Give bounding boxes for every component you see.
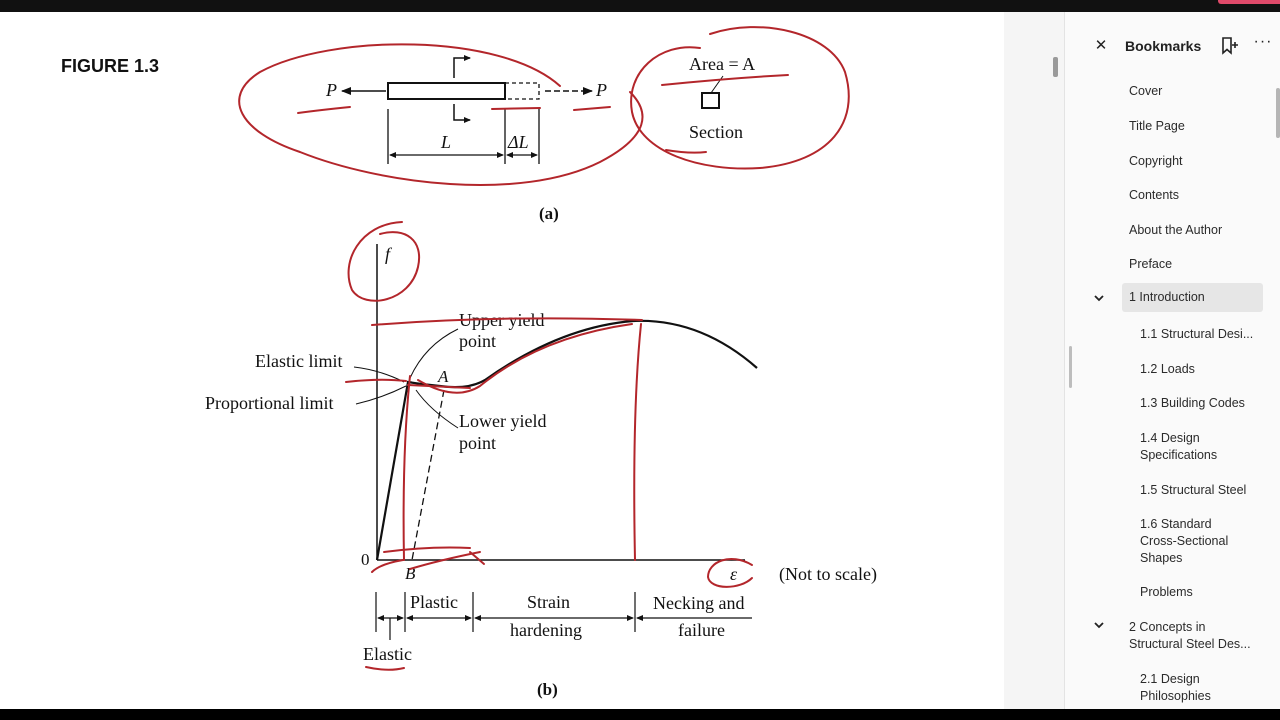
page-gutter [1004, 12, 1064, 709]
point-b-label: B [405, 564, 416, 583]
bookmark-preface[interactable]: Preface [1129, 257, 1173, 271]
section-square [701, 92, 720, 109]
chevron-down-icon[interactable] [1091, 290, 1107, 306]
upper-yield-label: Upper yield [459, 310, 544, 330]
bookmark-1-1[interactable]: 1.1 Structural Desi... [1140, 327, 1254, 341]
region-plastic-label: Plastic [410, 592, 458, 612]
load-left-label: P [325, 80, 337, 100]
bookmark-1-2[interactable]: 1.2 Loads [1140, 362, 1195, 376]
region-strain-label-2: hardening [510, 620, 582, 640]
length-label: L [440, 132, 451, 152]
panel-resize-handle[interactable] [1069, 346, 1072, 388]
origin-label: 0 [361, 550, 370, 569]
dimension-lines [387, 109, 540, 164]
region-strain-label: Strain [527, 592, 570, 612]
stress-strain-curve [375, 319, 758, 561]
load-right-label: P [595, 80, 607, 100]
close-icon[interactable]: ✕ [1094, 37, 1108, 54]
region-elastic-label: Elastic [363, 644, 412, 664]
bookmark-2-1[interactable]: 2.1 Design Philosophies [1140, 672, 1211, 703]
unload-dashed-line [411, 389, 445, 561]
upper-yield-label-2: point [459, 331, 496, 351]
bookmark-contents[interactable]: Contents [1129, 188, 1180, 202]
bookmarks-panel: ✕ Bookmarks ··· Cover Title Page Copyrig… [1064, 12, 1280, 709]
figure-label: FIGURE 1.3 [61, 56, 160, 76]
bookmarks-scrollbar-thumb[interactable] [1276, 88, 1280, 138]
elastic-limit-label: Elastic limit [255, 351, 343, 371]
window-accent [1218, 0, 1280, 4]
bookmark-cover[interactable]: Cover [1129, 84, 1163, 98]
bookmark-copyright[interactable]: Copyright [1129, 154, 1183, 168]
bookmarks-header: ✕ Bookmarks ··· [1065, 12, 1280, 78]
bookmarks-title: Bookmarks [1125, 38, 1202, 54]
area-label: Area = A [689, 54, 755, 74]
axes [376, 244, 745, 561]
chevron-down-icon[interactable] [1091, 617, 1107, 633]
bookmark-1-introduction[interactable]: 1 Introduction [1122, 283, 1263, 312]
elongation-label: ΔL [507, 132, 529, 152]
bookmark-title-page[interactable]: Title Page [1129, 119, 1185, 133]
caption-a: (a) [539, 204, 559, 223]
add-bookmark-icon[interactable] [1219, 36, 1239, 56]
bookmark-1-6[interactable]: 1.6 Standard Cross-Sectional Shapes [1140, 517, 1229, 565]
section-label: Section [689, 122, 743, 142]
bookmark-2-concepts[interactable]: 2 Concepts in Structural Steel Des... [1129, 620, 1251, 651]
lower-yield-label-2: point [459, 433, 496, 453]
leader-lines [353, 328, 459, 429]
bookmark-1-5[interactable]: 1.5 Structural Steel [1140, 483, 1247, 497]
bookmark-1-3[interactable]: 1.3 Building Codes [1140, 396, 1245, 410]
y-axis-label: f [385, 244, 393, 264]
point-a-label: A [437, 367, 449, 386]
bookmark-1-4[interactable]: 1.4 Design Specifications [1140, 431, 1218, 462]
more-options-icon[interactable]: ··· [1253, 33, 1273, 50]
viewer-scrollbar-thumb[interactable] [1053, 57, 1058, 77]
not-to-scale-label: (Not to scale) [779, 564, 877, 585]
section-cut-marks [453, 55, 471, 123]
region-necking-label-2: failure [678, 620, 725, 640]
region-necking-label: Necking and [653, 593, 744, 613]
ink-annotations [238, 26, 850, 671]
bookmark-problems[interactable]: Problems [1140, 585, 1193, 599]
region-dimension-lines [375, 592, 752, 640]
window-bottom-bar [0, 709, 1280, 720]
document-viewer[interactable]: FIGURE 1.3 P P L [0, 12, 1004, 709]
figure-diagram: P P L ΔL Area = A Section (a) f ε 0 A B [205, 26, 877, 699]
proportional-limit-label: Proportional limit [205, 393, 334, 413]
x-axis-label: ε [730, 564, 738, 584]
caption-b: (b) [537, 680, 558, 699]
window-top-bar [0, 0, 1280, 12]
bookmark-about-author[interactable]: About the Author [1129, 223, 1223, 237]
part-a-bar [387, 82, 540, 100]
lower-yield-label: Lower yield [459, 411, 546, 431]
